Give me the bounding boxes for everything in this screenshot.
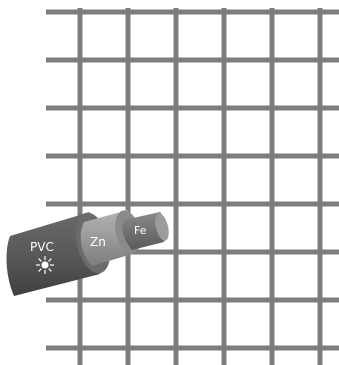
zn-label: Zn xyxy=(90,235,106,249)
fe-label: Fe xyxy=(134,224,147,237)
wire-mesh-grid xyxy=(46,8,339,365)
pvc-label: PVC xyxy=(30,240,54,254)
sun-icon xyxy=(36,256,54,274)
